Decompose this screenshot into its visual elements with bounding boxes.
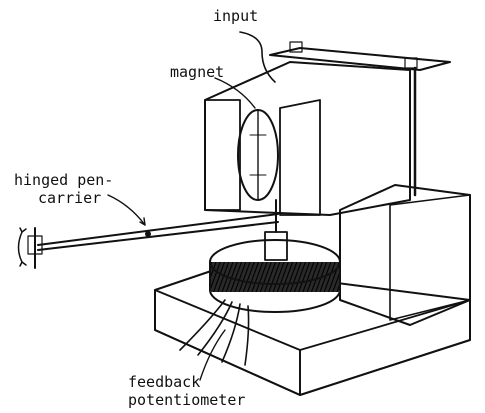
label-input: input	[213, 7, 259, 25]
pen-carrier-arm	[17, 213, 279, 269]
label-magnet: magnet	[170, 63, 225, 81]
label-hinged-pen-carrier-line1: hinged pen-	[14, 171, 114, 189]
leader-lines	[107, 77, 256, 381]
support-block	[339, 184, 471, 326]
magnet	[204, 61, 411, 216]
label-hinged-pen-carrier-line2: carrier	[38, 189, 102, 207]
feedback-potentiometer-drum	[209, 199, 341, 313]
top-bar	[269, 41, 451, 197]
label-feedback-potentiometer-line2: potentiometer	[128, 391, 246, 409]
input-wire	[239, 31, 276, 83]
label-feedback-potentiometer-line1: feedback	[128, 373, 201, 391]
potentiometer-wires	[179, 299, 250, 366]
